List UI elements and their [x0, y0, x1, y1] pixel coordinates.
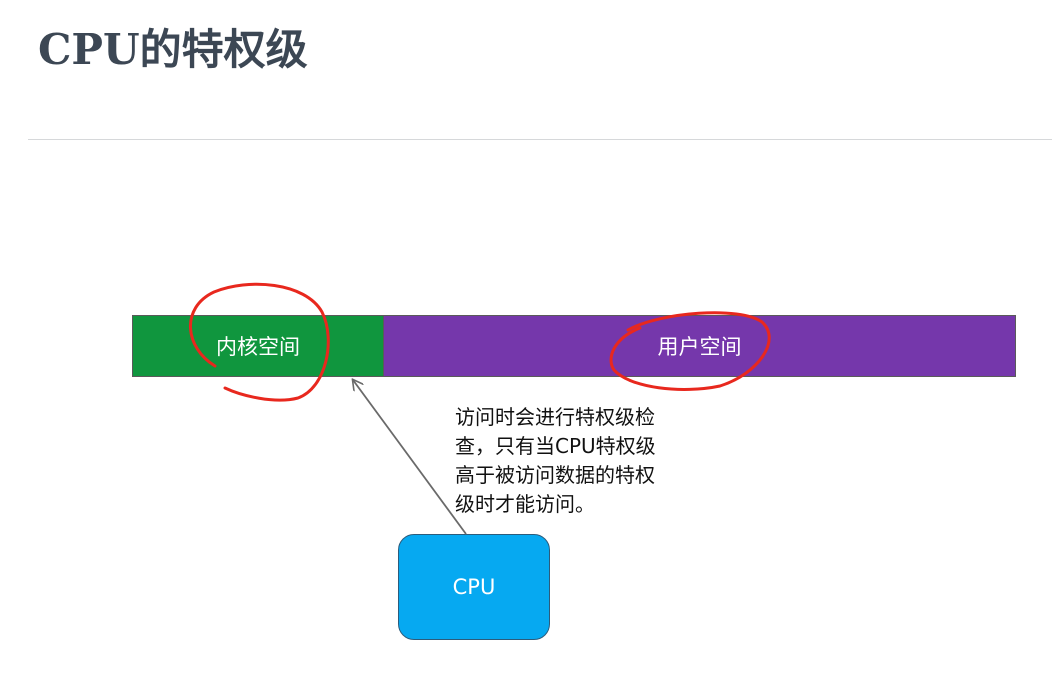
cpu-label: CPU [452, 575, 496, 599]
user-space-block: 用户空间 [383, 315, 1016, 377]
note-line: 查，只有当CPU特权级 [455, 434, 656, 458]
kernel-space-label: 内核空间 [216, 335, 300, 359]
note-line: 访问时会进行特权级检 [455, 405, 655, 429]
cpu-box: CPU [398, 534, 550, 640]
user-space-label: 用户空间 [657, 335, 742, 359]
kernel-space-block: 内核空间 [132, 315, 384, 377]
page-title: CPU的特权级 [38, 25, 308, 74]
note-line: 高于被访问数据的特权 [455, 463, 655, 487]
access-arrow [353, 380, 467, 535]
note-line: 级时才能访问。 [455, 492, 595, 516]
title-divider [28, 139, 1052, 140]
privilege-check-note: 访问时会进行特权级检 查，只有当CPU特权级 高于被访问数据的特权 级时才能访问… [455, 403, 705, 519]
